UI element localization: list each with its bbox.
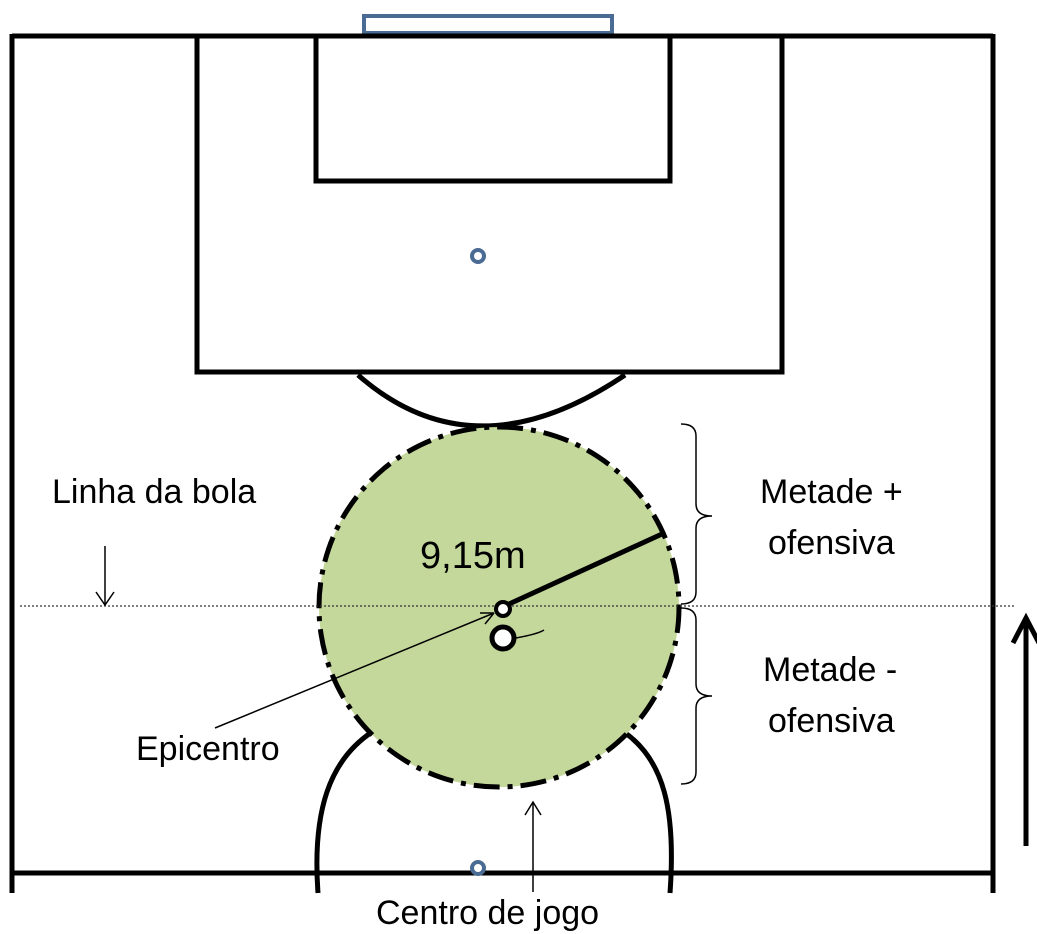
offensive-half-plus-label-1: Metade + (760, 473, 903, 511)
penalty-spot (470, 248, 486, 264)
offensive-half-minus-label-1: Metade - (763, 651, 897, 689)
goal-area (313, 33, 673, 184)
player-marker (489, 624, 517, 652)
center-spot (470, 860, 486, 876)
offensive-half-plus-label-2: ofensiva (768, 524, 895, 562)
ball-line-label: Linha da bola (52, 473, 256, 511)
epicenter-arrow-line (214, 612, 495, 729)
radius-line (507, 531, 664, 607)
offensive-minus-brace (680, 607, 713, 785)
game-center-label: Centro de jogo (376, 894, 599, 932)
penalty-area (194, 33, 785, 375)
radius-label: 9,15m (420, 535, 526, 577)
attack-direction-arrowhead (1010, 612, 1037, 645)
player-marker-tail (515, 629, 545, 639)
goal (362, 14, 614, 35)
center-circle-arc-right (622, 729, 674, 894)
ball-epicenter (494, 600, 512, 618)
penalty-arc (356, 372, 627, 429)
epicenter-arrowhead (480, 612, 495, 625)
game-center-arrowhead (524, 800, 542, 816)
epicenter-label: Epicentro (136, 730, 280, 768)
offensive-half-minus-label-2: ofensiva (768, 702, 895, 740)
ball-line-arrowhead (95, 591, 115, 607)
offensive-plus-brace (680, 423, 713, 605)
center-circle-arc (314, 729, 374, 894)
